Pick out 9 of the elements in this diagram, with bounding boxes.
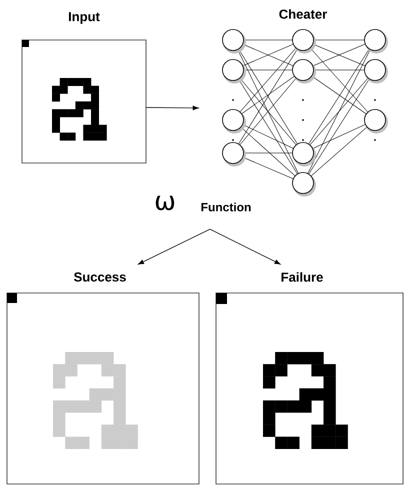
arrow [138,228,210,264]
arrow [146,106,199,110]
heading: Success [74,272,126,282]
heading: Cheater [279,9,327,19]
heading: Input [68,12,100,24]
omega-symbol: ω [156,196,174,210]
function-label: Function [201,202,251,212]
heading: Failure [282,272,323,282]
arrow [210,228,280,264]
